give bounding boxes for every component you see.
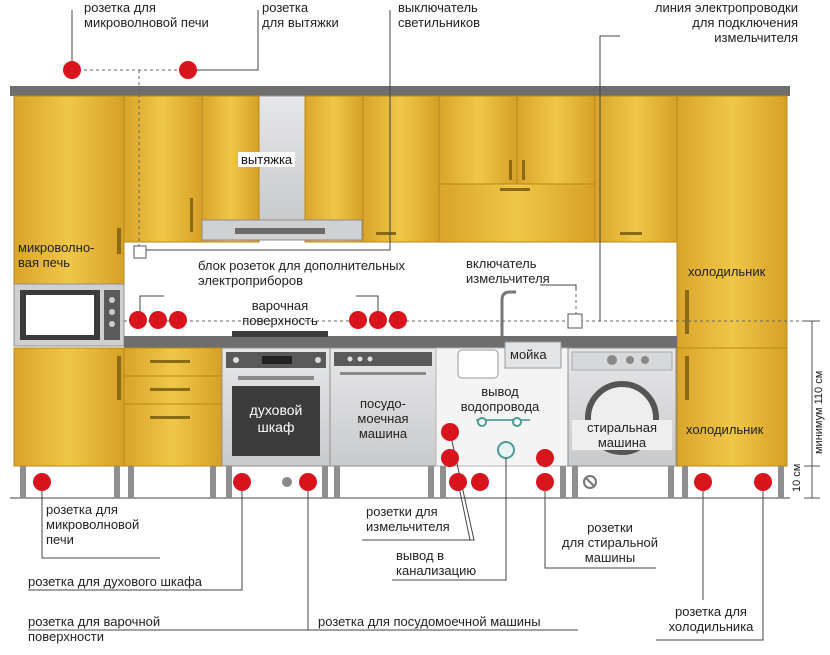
light-switch-box [133,245,147,259]
faucet [500,290,516,336]
label-fridge-top: холодильник [688,264,766,279]
label-fridge-bottom: холодильник [686,422,764,437]
label-hood: вытяжка [238,152,296,167]
socket-block-left-icon [129,311,147,329]
dishwasher-body [329,347,437,467]
socket-grinder-icon [471,473,489,491]
hob [232,331,328,337]
fridge-upper [676,95,788,349]
left-upper-cabinet [13,95,125,285]
label-microwave: микроволно-вая печь [18,240,95,270]
microwave-window [26,295,94,335]
wiring-lines [72,69,820,322]
dimension-lines [804,320,820,499]
socket-block-right-icon [389,311,407,329]
left-lower-cabinet [13,347,125,467]
drawer-cabinet [123,347,223,467]
label-dim-min: минимум 110 см [813,370,825,454]
label-dim-10: 10 см [791,463,803,492]
spare-socket-icon [282,477,292,487]
upper-cabinet-1 [123,95,203,243]
socket-hood-icon [179,61,197,79]
water-valve-icon [512,417,522,427]
sink-bowl [457,349,499,379]
socket-oven-icon [233,473,251,491]
grinder-switch-box [567,313,583,329]
leader-lines [28,10,764,641]
drain-pipe-icon [497,441,515,459]
sink-box [504,341,562,369]
label-bot-dishwasher: розетка для посудомоечной машины [318,614,541,629]
socket-grinder-icon [441,449,459,467]
socket-block-left-icon [149,311,167,329]
socket-fridge-icon [754,473,772,491]
upper-cabinet-4 [594,95,678,243]
socket-fridge-icon [694,473,712,491]
cabinet-handle [117,228,121,254]
fridge-lower [676,347,788,467]
socket-block-right-icon [349,311,367,329]
countertop [124,336,677,348]
washer-socket-plate [583,475,597,489]
label-sink: мойка [510,347,547,362]
sockets [33,61,772,491]
socket-washer-icon [536,449,554,467]
socket-grinder-icon [449,473,467,491]
label-bot-oven: розетка для духового шкафа [28,574,203,589]
socket-grinder-icon [441,423,459,441]
upper-cabinet-2 [362,95,440,243]
upper-cabinet-3 [438,95,518,185]
socket-microwave-top-icon [63,61,81,79]
oven-door [232,386,320,456]
socket-hob-icon [299,473,317,491]
socket-washer-icon [536,473,554,491]
top-cornice [10,86,790,96]
socket-microwave-bottom-icon [33,473,51,491]
socket-block-right-icon [369,311,387,329]
socket-block-left-icon [169,311,187,329]
water-valve-icon [477,417,487,427]
